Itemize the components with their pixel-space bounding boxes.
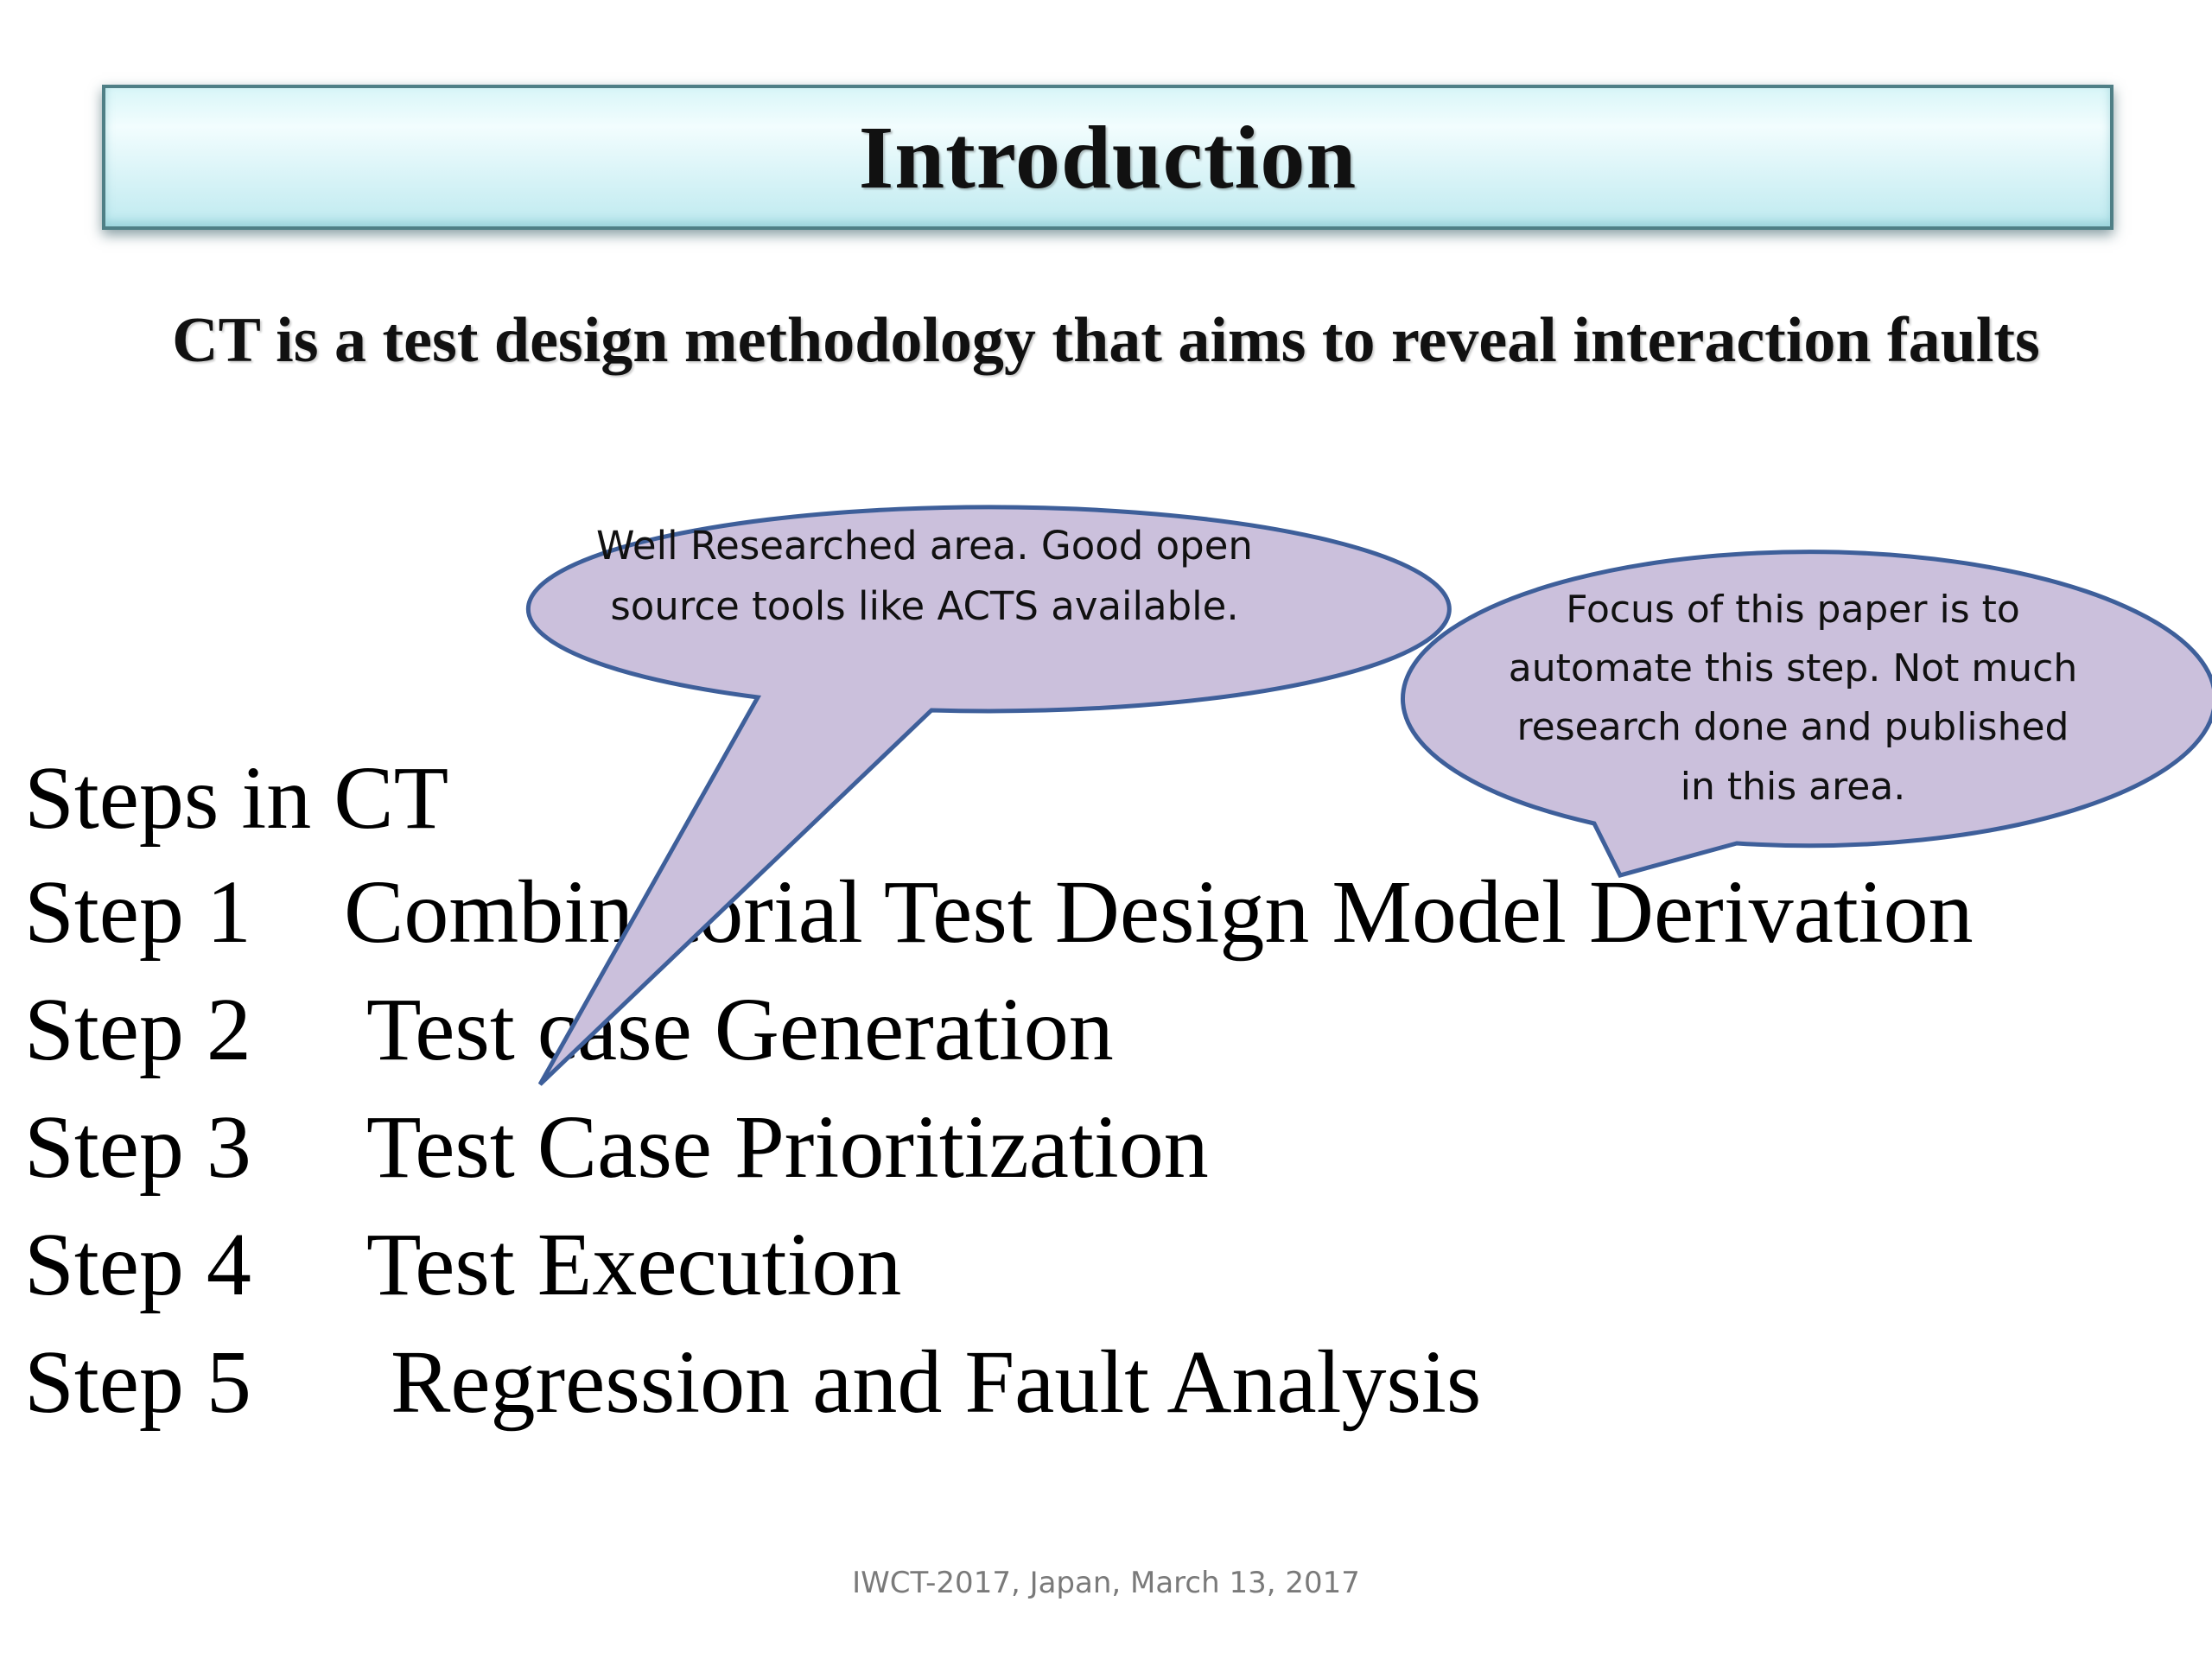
title-banner: Introduction xyxy=(102,85,2113,230)
step-text: Regression and Fault Analysis xyxy=(391,1332,1482,1432)
step-text: Combinatorial Test Design Model Derivati… xyxy=(344,862,1974,962)
callout-bubble-1 xyxy=(525,505,1452,1086)
slide-subtitle: CT is a test design methodology that aim… xyxy=(172,305,2040,376)
callout-text-2: Focus of this paper is to automate this … xyxy=(1508,588,2078,809)
steps-heading: Steps in CT xyxy=(24,748,449,848)
step-text: Test Case Prioritization xyxy=(366,1097,1209,1197)
step-label: Step 1 xyxy=(24,862,251,962)
slide-title: Introduction xyxy=(858,107,1357,207)
callout-bubble-2 xyxy=(1401,550,2212,878)
footer: IWCT-2017, Japan, March 13, 2017 xyxy=(852,1566,1360,1600)
step-text: Test case Generation xyxy=(366,980,1114,1079)
step-row-1: Step 1 Combinatorial Test Design Model D… xyxy=(24,862,1974,962)
step-label: Step 4 xyxy=(24,1215,251,1314)
step-label: Step 5 xyxy=(24,1332,251,1432)
step-row-3: Step 3 Test Case Prioritization xyxy=(24,1097,1209,1197)
step-label: Step 3 xyxy=(24,1097,251,1197)
step-row-4: Step 4 Test Execution xyxy=(24,1215,901,1314)
step-label: Step 2 xyxy=(24,980,251,1079)
step-row-2: Step 2 Test case Generation xyxy=(24,980,1114,1079)
step-text: Test Execution xyxy=(366,1215,902,1314)
callout-text-1: Well Researched area. Good open source t… xyxy=(596,523,1253,629)
step-row-5: Step 5 Regression and Fault Analysis xyxy=(24,1332,1481,1432)
